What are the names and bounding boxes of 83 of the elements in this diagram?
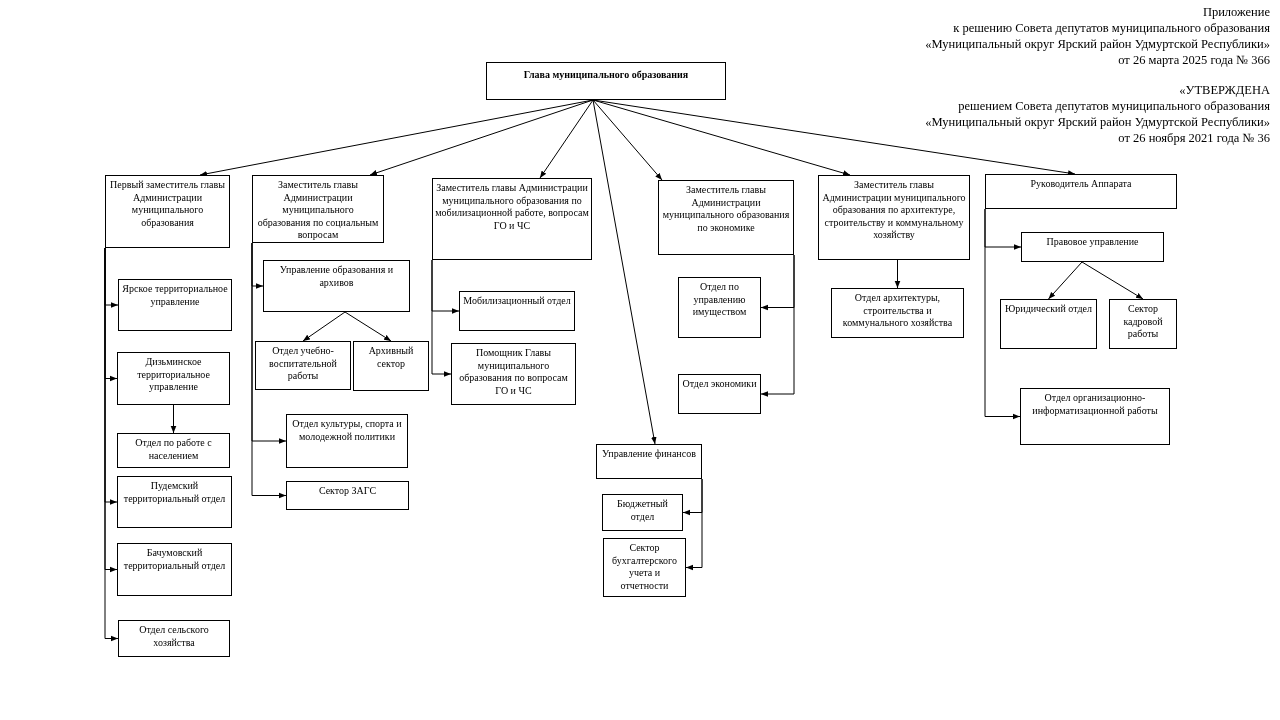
unit-title: Отдел организационно-информатизационной работы <box>1031 392 1159 417</box>
unit-title: Сектор бухгалтерского учета и отчетности <box>611 542 678 592</box>
unit-title: Управление финансов <box>601 448 697 461</box>
head-box <box>486 62 726 100</box>
unit-title: Архивный сектор <box>367 345 415 370</box>
unit-title: Первый заместитель главы Администрации муниципального образования <box>109 179 226 229</box>
org-unit-box <box>985 174 1177 209</box>
unit-title: Бачумовский территориальный отдел <box>122 547 227 572</box>
org-unit-box <box>451 343 576 405</box>
org-unit-box <box>831 288 964 338</box>
arrow <box>760 254 795 397</box>
header-note: к решению Совета депутатов муниципального образования <box>953 21 1270 36</box>
arrow <box>344 311 392 342</box>
arrow <box>251 242 287 499</box>
org-unit-box <box>1000 299 1097 349</box>
arrow <box>984 208 1021 420</box>
unit-title: Сектор ЗАГС <box>317 485 378 498</box>
unit-title: Отдел экономики <box>681 378 758 391</box>
org-unit-box <box>603 538 686 597</box>
unit-title: Управление образования и архивов <box>278 264 395 289</box>
org-unit-box <box>118 279 232 331</box>
arrow <box>685 478 703 571</box>
unit-title: Отдел учебно-воспитательной работы <box>268 345 338 383</box>
arrow <box>592 99 657 445</box>
unit-title: Помощник Главы муниципального образования по вопросам ГО и ЧС <box>458 347 569 397</box>
org-unit-box <box>263 260 410 312</box>
org-unit-box <box>1109 299 1177 349</box>
org-unit-box <box>255 341 351 390</box>
org-unit-box <box>117 543 232 596</box>
unit-title: Глава муниципального образования <box>522 69 690 82</box>
org-unit-box <box>118 620 230 657</box>
arrow <box>592 99 663 181</box>
header-note: «Муниципальный округ Ярский район Удмуртской Республики» <box>925 115 1270 130</box>
arrow <box>170 404 177 434</box>
arrow <box>302 311 346 342</box>
org-unit-box <box>818 175 970 260</box>
header-note: от 26 марта 2025 года № 366 <box>1118 53 1270 68</box>
org-unit-box <box>658 180 794 255</box>
unit-title: Заместитель главы Администрации муниципального образования по мобилизационной работе, вопросам ГО и ЧС <box>435 182 589 232</box>
org-unit-box <box>286 481 409 510</box>
header-note: Приложение <box>1202 5 1270 20</box>
arrow <box>1081 261 1144 300</box>
unit-title: Отдел архитектуры, строительства и коммунального хозяйства <box>841 292 954 330</box>
org-unit-box <box>117 433 230 468</box>
unit-title: Отдел культуры, спорта и молодежной политики <box>291 418 403 443</box>
org-unit-box <box>117 476 232 528</box>
org-unit-box <box>602 494 683 531</box>
header-note: от 26 ноября 2021 года № 36 <box>1118 131 1270 146</box>
arrow <box>539 99 594 179</box>
arrow <box>1048 261 1083 300</box>
org-unit-box <box>596 444 702 479</box>
unit-title: Мобилизационный отдел <box>462 295 572 308</box>
unit-title: Правовое управление <box>1045 236 1140 249</box>
unit-title: Заместитель главы Администрации муниципального образования по экономике <box>661 184 791 234</box>
org-unit-box <box>286 414 408 468</box>
org-unit-box <box>678 277 761 338</box>
header-note: «УТВЕРЖДЕНА <box>1179 83 1270 98</box>
unit-title: Отдел сельского хозяйства <box>138 624 210 649</box>
arrow <box>104 247 119 642</box>
unit-title: Отдел по управлению имуществом <box>691 281 748 319</box>
arrow <box>369 99 594 176</box>
unit-title: Отдел по работе с населением <box>134 437 213 462</box>
unit-title: Заместитель главы Администрации муниципального образования по архитектуре, строительству и коммунальному хозяйству <box>821 179 967 242</box>
unit-title: Пудемский территориальный отдел <box>122 480 227 505</box>
org-unit-box <box>678 374 761 414</box>
header-note: решением Совета депутатов муниципального образования <box>958 99 1270 114</box>
header-note: «Муниципальный округ Ярский район Удмуртской Республики» <box>925 37 1270 52</box>
org-unit-box <box>432 178 592 260</box>
unit-title: Ярское территориальное управление <box>121 283 229 308</box>
unit-title: Бюджетный отдел <box>616 498 669 523</box>
unit-title: Юридический отдел <box>1004 303 1093 316</box>
arrow <box>431 259 452 377</box>
unit-title: Заместитель главы Администрации муниципального образования по социальным вопросам <box>256 179 380 242</box>
org-unit-box <box>1020 388 1170 445</box>
org-unit-box <box>105 175 230 248</box>
unit-title: Руководитель Аппарата <box>1029 178 1133 191</box>
unit-title: Дизьминское территориальное управление <box>136 356 211 394</box>
unit-title: Сектор кадровой работы <box>1122 303 1164 341</box>
arrow <box>894 259 901 289</box>
org-unit-box <box>353 341 429 391</box>
org-unit-box <box>459 291 575 331</box>
org-unit-box <box>1021 232 1164 262</box>
org-unit-box <box>117 352 230 405</box>
